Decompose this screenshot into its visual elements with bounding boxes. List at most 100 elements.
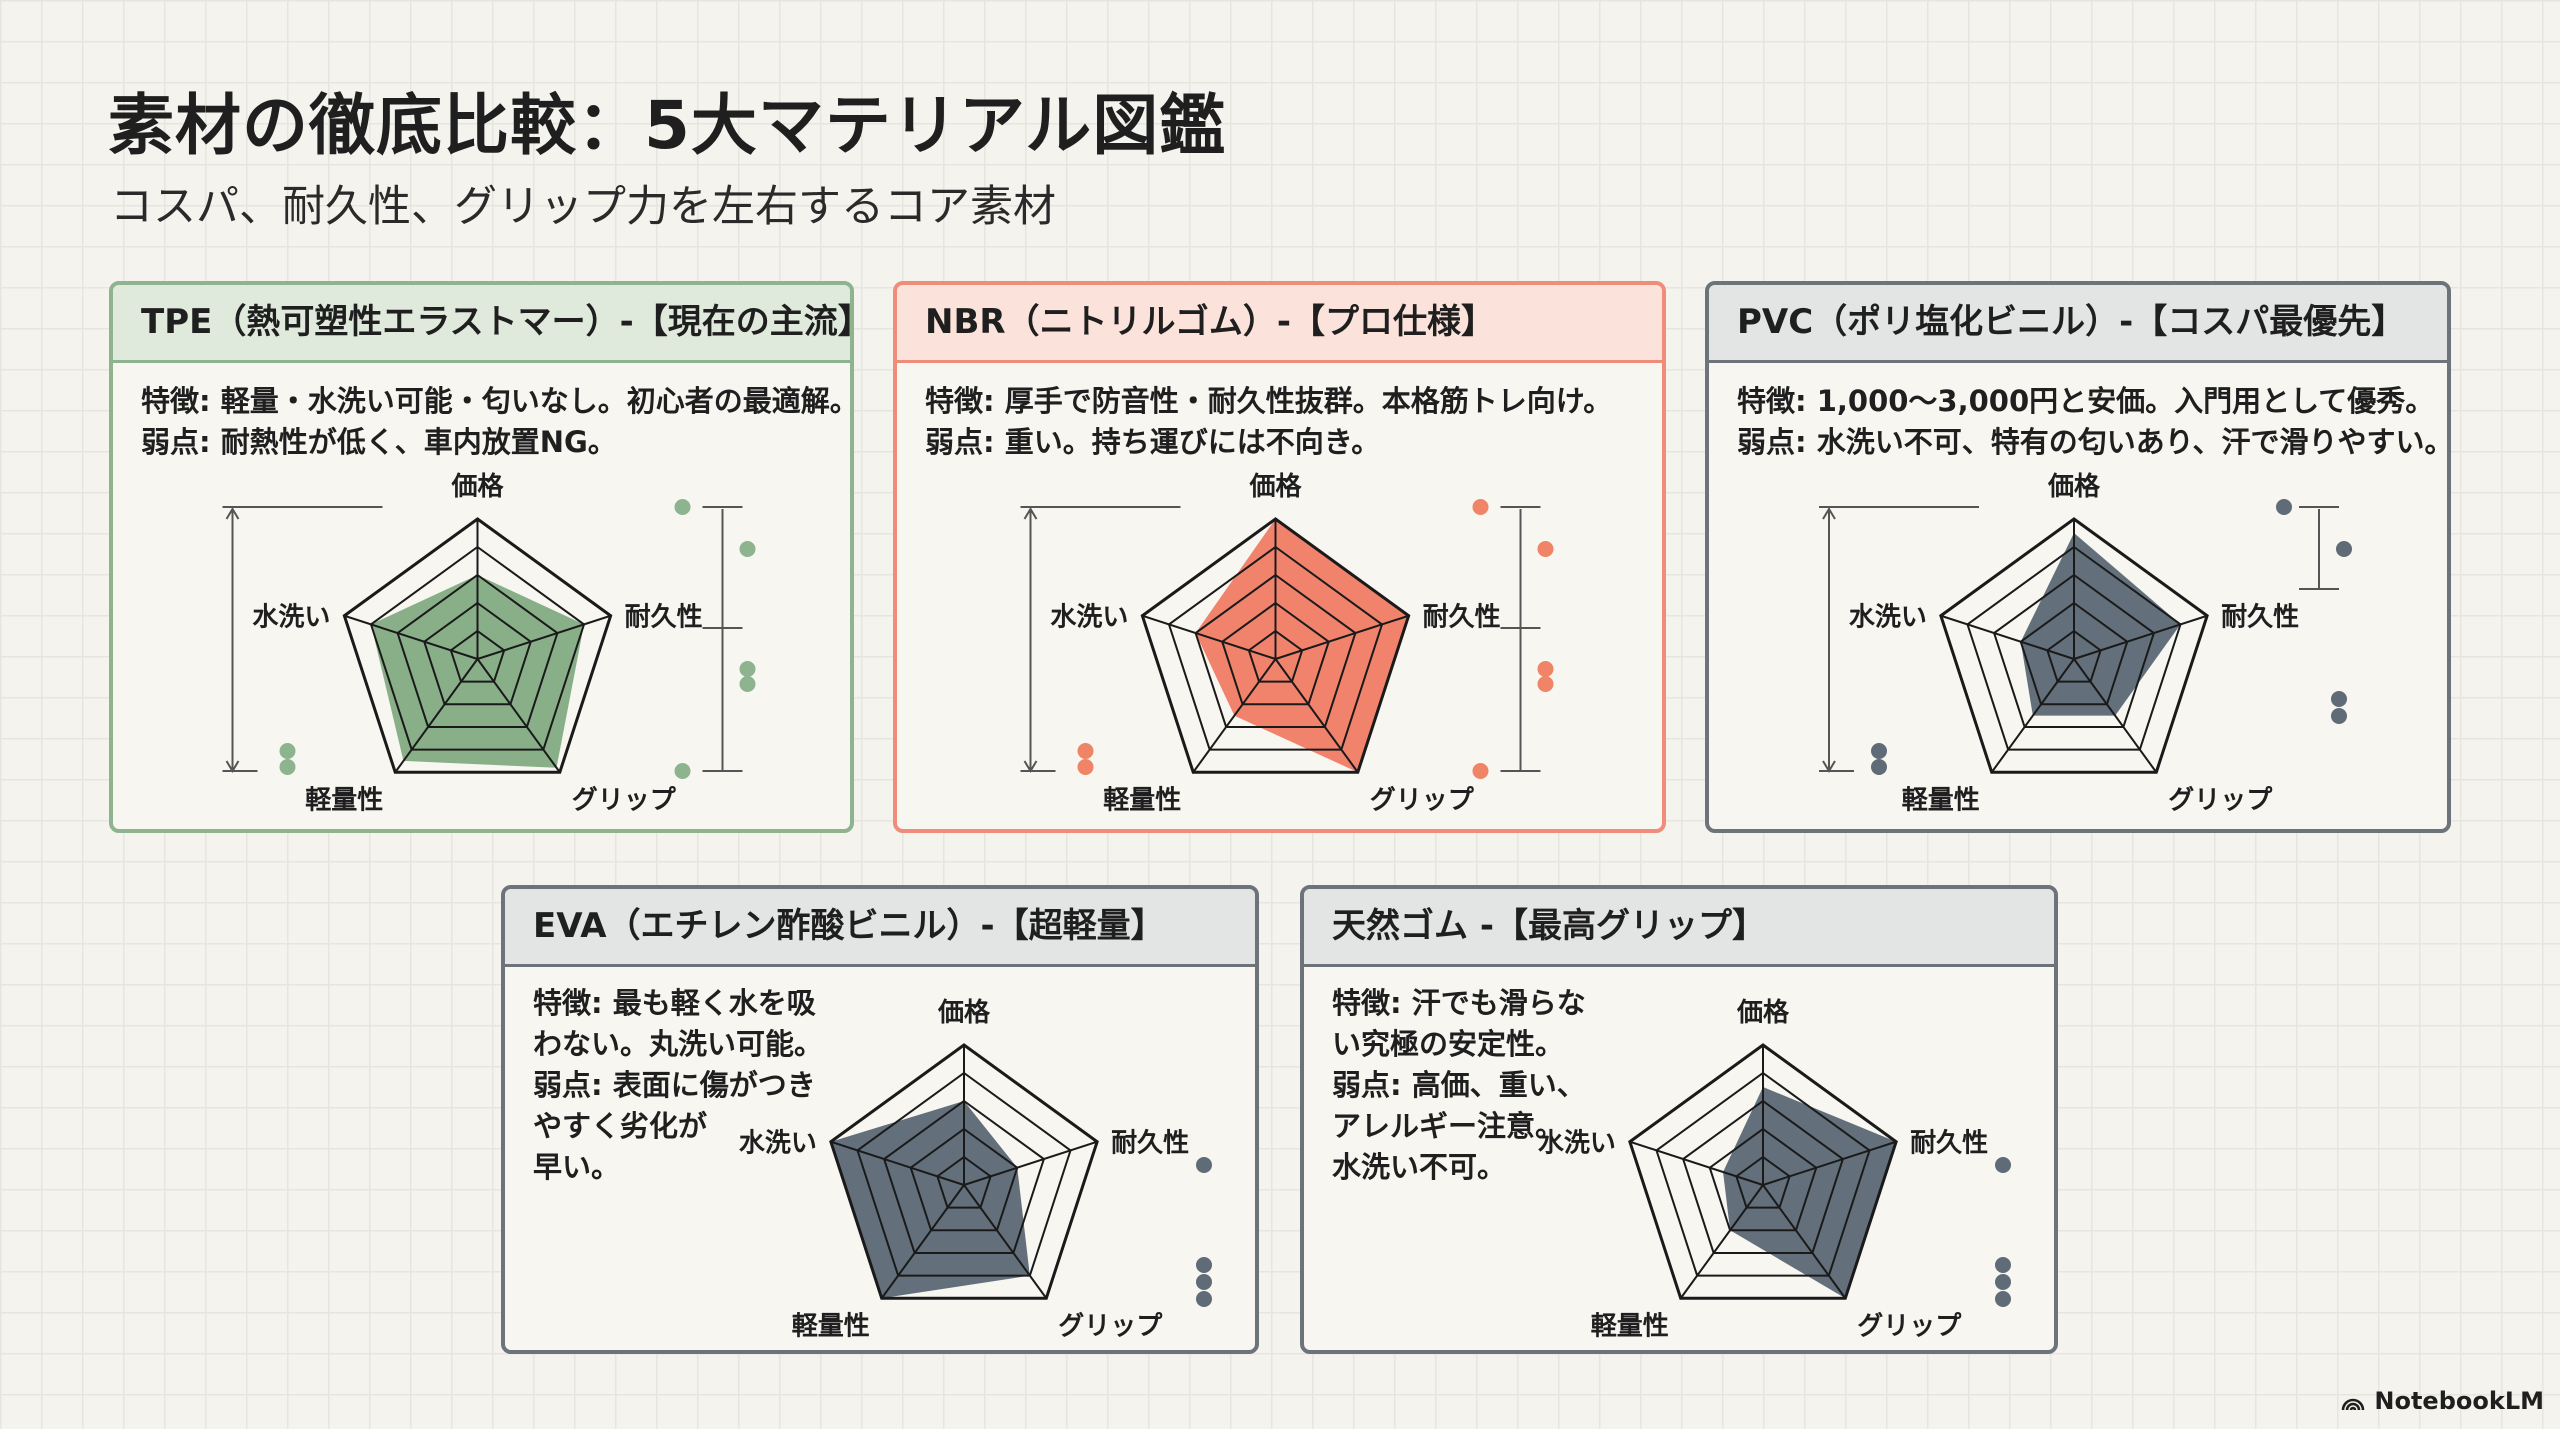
card-title: 天然ゴム -【最高グリップ】 — [1304, 889, 2054, 967]
card-description: 特徴: 最も軽く水を吸 わない。丸洗い可能。 弱点: 表面に傷がつき やすく劣化… — [533, 983, 823, 1188]
decorative-dot — [1196, 1257, 1212, 1273]
material-card-nbr: NBR（ニトリルゴム）-【プロ仕様】 特徴: 厚手で防音性・耐久性抜群。本格筋ト… — [893, 281, 1666, 833]
radar-axis — [1762, 1140, 1897, 1186]
radar-axis — [344, 614, 478, 660]
radar-grid-ring — [1167, 545, 1384, 751]
radar-series-area — [1723, 1087, 1897, 1299]
radar-grid-ring — [1992, 573, 2156, 728]
radar-axis — [476, 658, 561, 773]
feature-text: 特徴: 汗でも滑らな — [1332, 986, 1586, 1020]
radar-grid-ring — [1221, 601, 1330, 706]
radar-axis — [2073, 658, 2158, 773]
card-title: EVA（エチレン酢酸ビニル）-【超軽量】 — [505, 889, 1255, 967]
weakness-text: やすく劣化が — [533, 1109, 708, 1143]
decorative-dot — [1077, 759, 1094, 775]
feature-text: 特徴: 軽量・水洗い可能・匂いなし。初心者の最適解。 — [141, 384, 854, 418]
radar-axis-label: 価格 — [1736, 997, 1790, 1028]
radar-axis — [394, 658, 479, 773]
decorative-dot — [1196, 1291, 1212, 1307]
decorative-dot — [279, 743, 296, 759]
radar-series-area — [830, 1101, 1030, 1299]
material-card-eva: EVA（エチレン酢酸ビニル）-【超軽量】 特徴: 最も軽く水を吸 わない。丸洗い… — [501, 885, 1259, 1354]
decorative-dot — [1537, 661, 1554, 677]
radar-axis-label: 軽量性 — [792, 1310, 870, 1341]
radar-axis-label: グリップ — [1857, 1311, 1962, 1341]
weakness-text: 弱点: 表面に傷がつき — [533, 1068, 816, 1102]
radar-axis-label: 耐久性 — [2221, 603, 2299, 633]
radar-grid-ring — [936, 1155, 992, 1209]
radar-grid-ring — [1966, 545, 2182, 751]
radar-axis — [477, 614, 611, 660]
weakness-text: 弱点: 耐熱性が低く、車内放置NG。 — [141, 425, 617, 459]
weakness-text: 弱点: 水洗い不可、特有の匂いあり、汗で滑りやすい。 — [1737, 425, 2451, 459]
decorative-dot — [739, 661, 756, 677]
radar-axis-label: 価格 — [937, 997, 991, 1028]
radar-grid-ring — [882, 1099, 1046, 1254]
radar-series-area — [370, 575, 585, 768]
decorative-dot — [1537, 541, 1554, 557]
decorative-dot — [1537, 676, 1554, 692]
radar-axis-label: 水洗い — [1050, 603, 1128, 633]
radar-grid-ring — [1681, 1099, 1845, 1254]
decorative-dot — [279, 759, 296, 775]
decorative-dot — [1077, 743, 1094, 759]
brand-label: NotebookLM — [2374, 1387, 2544, 1415]
dimension-lines — [1819, 506, 2339, 773]
radar-axis — [2073, 614, 2208, 660]
card-title: TPE（熱可塑性エラストマー）-【現在の主流】 — [113, 285, 850, 363]
decorative-dot — [2336, 541, 2352, 557]
radar-grid-ring — [1628, 1043, 1898, 1300]
radar-grid-ring — [829, 1043, 1099, 1300]
feature-text: 特徴: 厚手で防音性・耐久性抜群。本格筋トレ向け。 — [925, 384, 1613, 418]
radar-axis-label: 軽量性 — [305, 784, 383, 815]
radar-axis — [1940, 614, 2075, 660]
decorative-dot — [1995, 1274, 2011, 1290]
radar-axis — [1192, 658, 1277, 773]
radar-axis-label: グリップ — [1058, 1311, 1163, 1341]
radar-axis-label: 価格 — [450, 471, 504, 502]
radar-axis-label: グリップ — [572, 785, 677, 815]
radar-axis — [1990, 658, 2075, 773]
feature-text: 特徴: 最も軽く水を吸 — [533, 986, 816, 1020]
decorative-dot — [1196, 1157, 1212, 1173]
radar-axis-label: 水洗い — [1538, 1129, 1616, 1159]
decorative-dot — [1995, 1291, 2011, 1307]
radar-grid-ring — [423, 601, 532, 706]
radar-grid-ring — [396, 573, 559, 728]
radar-series-area — [2020, 533, 2181, 716]
decorative-dot — [739, 541, 756, 557]
decorative-dot — [674, 499, 691, 515]
radar-axis-label: グリップ — [1370, 785, 1475, 815]
radar-axis-label: 耐久性 — [1423, 603, 1501, 633]
decorative-dot — [1871, 759, 1887, 775]
decorative-dot — [2276, 499, 2292, 515]
weakness-text: 水洗い不可。 — [1332, 1150, 1507, 1184]
notebooklm-logo-icon — [2342, 1398, 2365, 1411]
decorative-dot — [2331, 691, 2347, 707]
card-title: NBR（ニトリルゴム）-【プロ仕様】 — [897, 285, 1662, 363]
radar-axis — [1142, 614, 1276, 660]
radar-grid-ring — [342, 517, 613, 774]
radar-axis-label: 耐久性 — [625, 603, 703, 633]
radar-grid-ring — [1194, 573, 1357, 728]
card-description: 特徴: 軽量・水洗い可能・匂いなし。初心者の最適解。 弱点: 耐熱性が低く、車内… — [141, 381, 854, 463]
radar-axis-label: 軽量性 — [1591, 1310, 1669, 1341]
radar-axis-label: 耐久性 — [1111, 1129, 1189, 1159]
radar-grid-ring — [2046, 629, 2102, 683]
weakness-text: 弱点: 高価、重い、 — [1332, 1068, 1586, 1102]
dimension-lines — [222, 506, 743, 773]
material-card-pvc: PVC（ポリ塩化ビニル）-【コスパ最優先】 特徴: 1,000〜3,000円と安… — [1705, 281, 2451, 833]
decorative-dot — [674, 763, 691, 779]
radar-axis — [1274, 658, 1359, 773]
radar-grid-ring — [369, 545, 586, 751]
weakness-text: 弱点: 重い。持ち運びには不向き。 — [925, 425, 1381, 459]
page-subtitle: コスパ、耐久性、グリップ力を左右するコア素材 — [110, 182, 1056, 232]
radar-axis — [1629, 1140, 1764, 1186]
radar-axis — [1762, 1184, 1847, 1299]
decorative-dot — [1472, 499, 1489, 515]
radar-grid-ring — [2019, 601, 2129, 706]
